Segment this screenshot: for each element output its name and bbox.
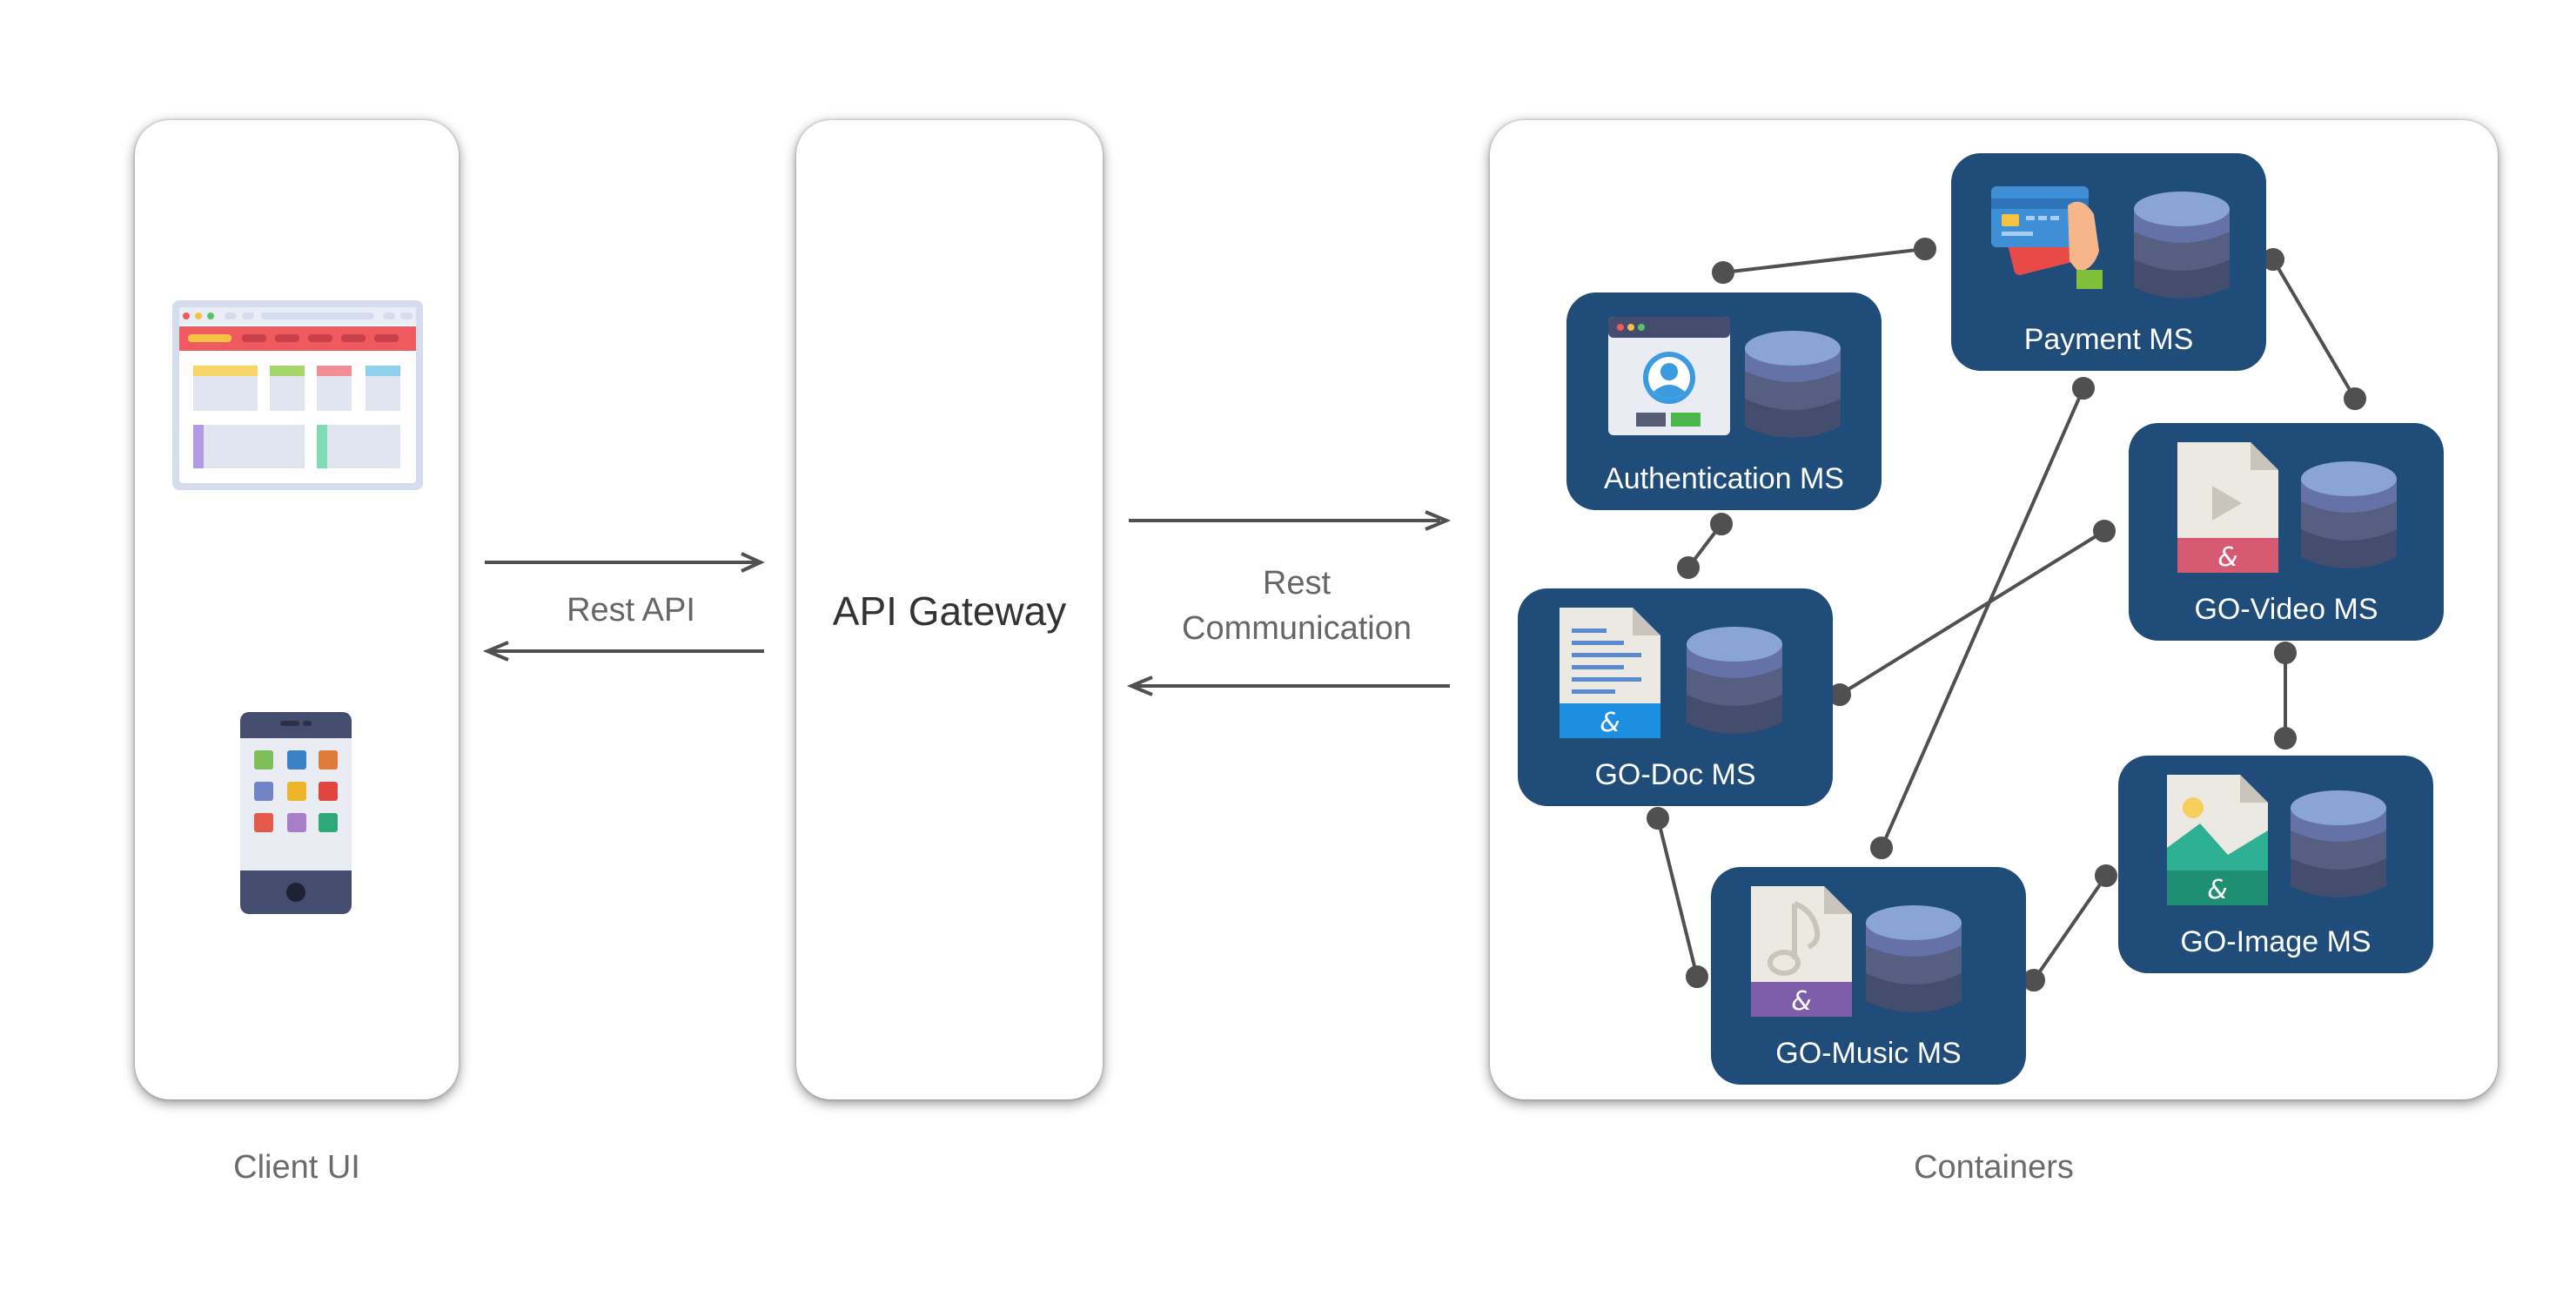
rest-communication-arrows [1126,510,1452,696]
credit-card-hand-icon [1991,186,2103,289]
go-doc-ms-node: & GO-Doc MS [1518,588,1833,806]
payment-ms-node: Payment MS [1951,153,2266,371]
database-icon [1866,905,1962,1012]
go-music-ms-label: GO-Music MS [1775,1037,1962,1070]
connector-dot [2262,248,2284,271]
video-file-icon: & [2177,442,2278,573]
database-icon [2301,461,2397,568]
connector-music-image [2032,874,2108,982]
connector-dot [1914,238,1936,260]
api-gateway-panel [796,120,1103,1099]
go-video-ms-node: & GO-Video MS [2129,423,2444,641]
rest-communication-line1: Rest [1262,565,1332,602]
connector-dot [1686,965,1708,988]
connector-dot [2095,864,2117,887]
rest-api-arrows [482,552,765,662]
image-file-icon: & [2167,775,2268,905]
database-icon [2291,790,2386,897]
connector-dot [1870,837,1893,859]
go-image-ms-label: GO-Image MS [2180,925,2371,958]
authentication-ms-label: Authentication MS [1604,462,1844,495]
connector-dot [1647,807,1669,830]
user-profile-window-icon [1608,317,1730,435]
go-doc-ms-label: GO-Doc MS [1594,758,1756,791]
go-image-ms-node: & GO-Image MS [2118,756,2433,973]
connector-dot [1828,683,1851,706]
connector-dot [2023,969,2045,991]
connector-dot [2274,727,2297,749]
connector-auth-payment [1722,247,1926,274]
rest-communication-line2: Communication [1182,610,1412,647]
connector-doc-music [1656,817,1699,978]
svg-text:&: & [2207,875,2227,905]
database-icon [1687,627,1782,734]
connector-dot [1677,556,1700,579]
containers-caption: Containers [1914,1149,2074,1186]
connector-doc-video [1838,529,2106,696]
svg-text:&: & [1600,708,1620,738]
connector-dot [2072,377,2095,400]
client-ui-caption: Client UI [233,1149,360,1186]
connector-dot [2344,387,2366,410]
connector-payment-music [1880,387,2085,849]
rest-communication-label: Rest Communication [1131,561,1462,651]
connector-payment-video [2271,258,2357,400]
payment-ms-label: Payment MS [2023,323,2194,356]
database-icon [1745,331,1841,438]
go-music-ms-node: & GO-Music MS [1711,867,2026,1085]
rest-api-label: Rest API [567,592,695,628]
browser-window-icon [172,300,423,490]
svg-text:&: & [2217,542,2237,573]
api-gateway-title: API Gateway [832,588,1067,634]
music-file-icon: & [1751,886,1852,1017]
client-ui-panel [135,120,459,1099]
connector-dot [2093,520,2116,542]
database-icon [2134,192,2230,299]
connector-dot [1710,513,1733,535]
go-video-ms-label: GO-Video MS [2194,593,2378,626]
svg-text:&: & [1791,986,1811,1017]
connector-dot [1712,261,1734,284]
connector-dot [2274,642,2297,664]
authentication-ms-node: Authentication MS [1566,292,1882,510]
document-file-icon: & [1560,608,1660,738]
smartphone-icon [240,712,352,914]
